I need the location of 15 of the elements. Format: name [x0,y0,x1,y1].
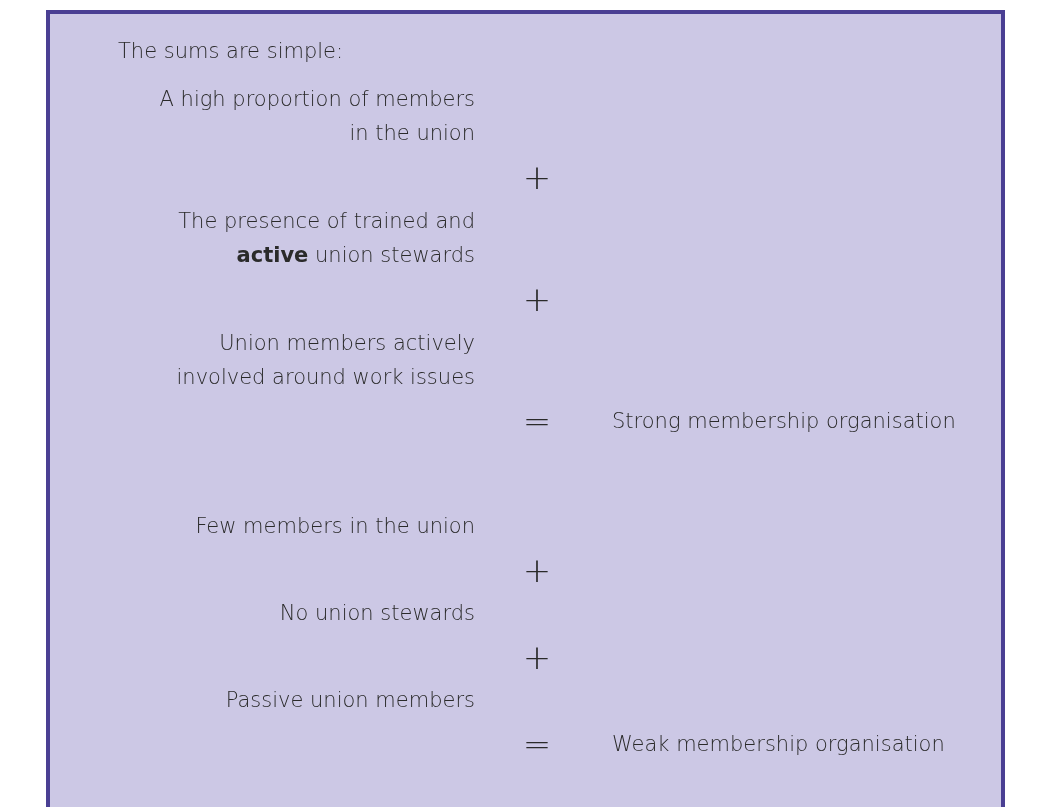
operator-sign: + [521,553,553,587]
heading: The sums are simple: [118,38,344,65]
statement-text: Few members in the union [194,513,475,540]
operator-sign: + [521,640,553,674]
operator-sign: + [521,160,553,194]
statement-text: The presence of trained and active union stewards [177,208,475,269]
statement-text: Union members actively involved around work issues [175,330,475,391]
operator-sign: = [521,727,553,761]
operator-sign: = [521,404,553,438]
operator-sign: + [521,282,553,316]
statement-text: Passive union members [224,687,475,714]
statement-text: A high proportion of members in the union [158,86,475,147]
result-text: Weak membership organisation [612,731,945,758]
statement-text: No union stewards [278,600,475,627]
result-text: Strong membership organisation [612,408,956,435]
